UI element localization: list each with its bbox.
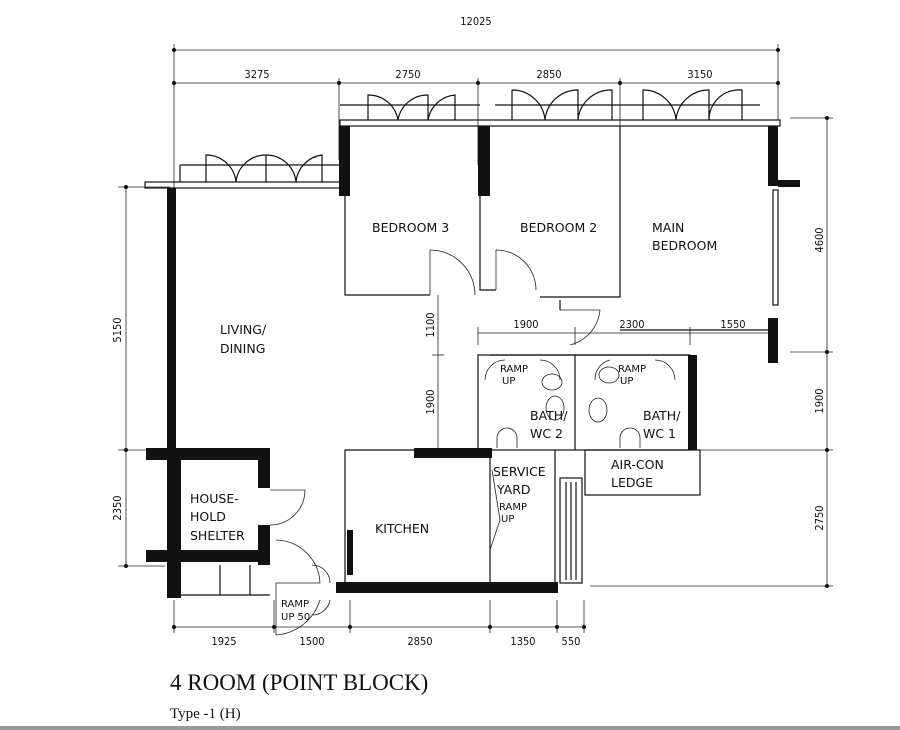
label-shelter-2: HOLD [190, 509, 226, 524]
room-labels: BEDROOM 3 BEDROOM 2 MAIN BEDROOM LIVING/… [190, 220, 717, 623]
label-main-bedroom-1: MAIN [652, 220, 684, 235]
dim-inner-horizontal: 2300 [619, 318, 644, 331]
dimension-labels: 12025 3275 2750 2850 3150 1925 1500 2850… [111, 15, 826, 648]
dim-left: 5150 [111, 317, 124, 342]
plan-title: 4 ROOM (POINT BLOCK) [170, 670, 429, 695]
dim-bottom: 1500 [299, 635, 324, 648]
dim-inner-horizontal: 1550 [720, 318, 745, 331]
dim-left: 2350 [111, 495, 124, 520]
dimension-dots [124, 48, 829, 629]
dim-bottom: 1350 [510, 635, 535, 648]
label-shelter-3: SHELTER [190, 528, 245, 543]
dimension-lines [118, 44, 833, 633]
label-ramp-wc2-1: RAMP [500, 364, 528, 375]
label-bath-2-1: BATH/ [530, 408, 568, 423]
door-swings [269, 249, 676, 636]
dim-right: 1900 [813, 388, 826, 413]
dim-bottom: 550 [562, 635, 581, 648]
dim-inner-horizontal: 1900 [513, 318, 538, 331]
label-main-bedroom-2: BEDROOM [652, 238, 717, 253]
window-doors [144, 89, 781, 189]
dim-top: 3150 [687, 68, 712, 81]
dim-right: 4600 [813, 227, 826, 252]
label-aircon-1: AIR-CON [611, 457, 664, 472]
label-service-ramp-2: UP [501, 514, 514, 525]
label-bedroom-2: BEDROOM 2 [520, 220, 597, 235]
label-ramp-wc2-2: UP [502, 376, 515, 387]
label-living-2: DINING [220, 341, 265, 356]
interior-walls [179, 126, 779, 596]
label-kitchen: KITCHEN [375, 521, 429, 536]
walls [146, 126, 800, 598]
label-entry-ramp-1: RAMP [281, 599, 309, 610]
label-entry-ramp-2: UP 50 [281, 612, 310, 623]
sanitary-fixtures [496, 366, 641, 448]
dim-top: 2850 [536, 68, 561, 81]
label-ramp-wc1-1: RAMP [618, 364, 646, 375]
dim-top: 2750 [395, 68, 420, 81]
label-bath-2-2: WC 2 [530, 426, 563, 441]
label-living-1: LIVING/ [220, 322, 267, 337]
dim-inner-vertical: 1100 [424, 312, 437, 337]
label-service-ramp-1: RAMP [499, 502, 527, 513]
label-service-2: YARD [496, 482, 531, 497]
label-bath-1-2: WC 1 [643, 426, 676, 441]
label-ramp-wc1-2: UP [620, 376, 633, 387]
label-aircon-2: LEDGE [611, 475, 653, 490]
dim-bottom: 2850 [407, 635, 432, 648]
label-service-1: SERVICE [493, 464, 546, 479]
dim-inner-vertical: 1900 [424, 389, 437, 414]
label-shelter-1: HOUSE- [190, 491, 239, 506]
label-bedroom-3: BEDROOM 3 [372, 220, 449, 235]
dim-bottom: 1925 [211, 635, 236, 648]
dim-overall: 12025 [460, 15, 491, 28]
label-bath-1-1: BATH/ [643, 408, 681, 423]
dim-top: 3275 [244, 68, 269, 81]
dim-right: 2750 [813, 505, 826, 530]
divider [0, 726, 900, 730]
plan-subtitle: Type -1 (H) [170, 706, 241, 722]
